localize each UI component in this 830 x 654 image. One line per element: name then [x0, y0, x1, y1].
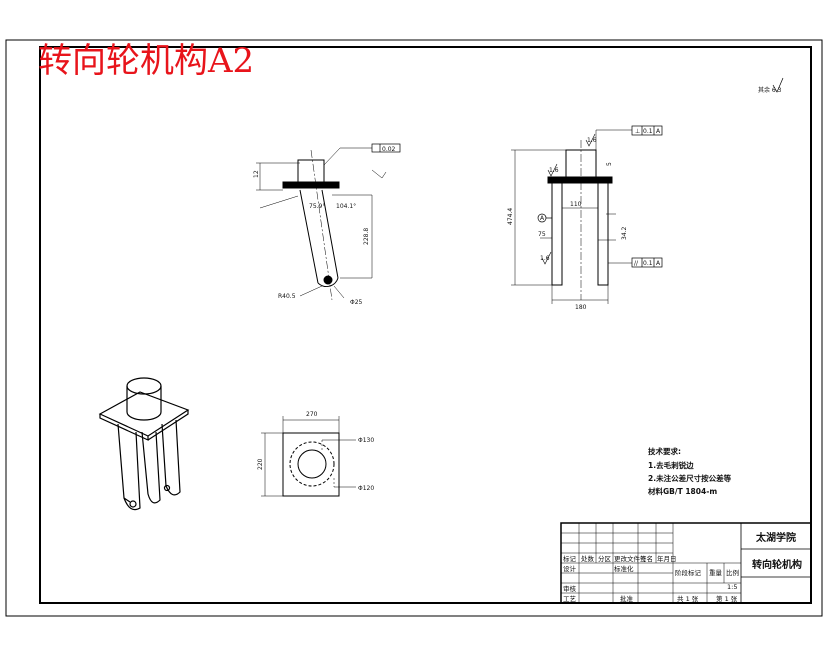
tb-header-file: 更改文件号 — [614, 554, 647, 563]
side-perp-3: A — [656, 128, 661, 135]
side-rough-left: 1.6 — [540, 255, 550, 262]
tb-process: 工艺 — [563, 595, 577, 603]
side-par-1: // — [634, 260, 639, 267]
tb-sheet-no: 第 1 张 — [716, 594, 738, 603]
side-dim-inner: 110 — [570, 201, 582, 208]
tb-review: 审核 — [563, 584, 577, 593]
tb-design: 设计 — [563, 564, 577, 573]
side-rough-top: 1.6 — [587, 137, 597, 144]
tb-header-mark: 标记 — [563, 554, 577, 563]
side-datum: A — [540, 215, 545, 222]
tb-weight: 重量 — [709, 569, 723, 577]
tb-ratio: 比例 — [726, 568, 739, 577]
top-dim-height: 220 — [257, 458, 264, 470]
side-par-2: 0.1 — [643, 260, 653, 267]
outer-frame — [5, 39, 823, 617]
tech-notes-title: 技术要求: — [648, 446, 681, 456]
tech-notes: 技术要求: 1.去毛刺锐边 2.未注公差尺寸按公差等 材料GB/T 1804-m — [648, 446, 732, 496]
front-dim-length: 228.8 — [363, 228, 370, 245]
tech-note-3: 材料GB/T 1804-m — [648, 486, 717, 496]
side-perp-2: 0.1 — [643, 128, 653, 135]
tb-scale: 1:5 — [727, 583, 737, 591]
title-block — [560, 522, 812, 604]
tb-stage: 阶段标记 — [675, 568, 702, 577]
tech-note-2: 2.未注公差尺寸按公差等 — [648, 473, 732, 483]
tb-header-sign: 签名 — [640, 554, 653, 563]
top-dim-hole-inner: Φ120 — [358, 485, 374, 492]
overlay-title: 转向轮机构A2 — [38, 41, 254, 81]
tb-standard: 标准化 — [614, 564, 634, 573]
tb-approve: 批准 — [620, 594, 634, 603]
title-school: 太湖学院 — [755, 531, 796, 544]
side-dim-bottom: 180 — [575, 304, 587, 311]
front-angle-left: 75.9° — [309, 203, 325, 210]
front-hole-label: Φ25 — [350, 299, 363, 306]
inner-frame — [39, 46, 812, 604]
side-view — [511, 125, 663, 304]
tech-note-1: 1.去毛刺锐边 — [648, 460, 694, 470]
front-flatness: 0.02 — [382, 146, 396, 153]
svg-text:其余 6.3: 其余 6.3 — [758, 86, 782, 94]
side-dim-left: 75 — [538, 231, 546, 238]
side-par-3: A — [656, 260, 661, 267]
side-dim-right: 5 — [606, 162, 613, 166]
isometric-view — [98, 377, 190, 511]
roughness-mark: 其余 6.3 — [758, 77, 784, 94]
side-dim-mid: 34.2 — [621, 226, 628, 240]
tb-header-zone: 分区 — [598, 554, 612, 563]
top-dim-hole-outer: Φ130 — [358, 437, 374, 444]
front-angle-right: 104.1° — [336, 203, 356, 210]
front-dim-flange: 12 — [253, 170, 260, 178]
title-drawing-name: 转向轮机构 — [752, 558, 802, 571]
front-radius-label: R40.5 — [278, 293, 296, 300]
tb-header-count: 处数 — [581, 554, 595, 563]
side-dim-height: 474.4 — [507, 208, 514, 225]
tb-header-date: 年月日 — [657, 554, 677, 563]
side-rough-side: 1.6 — [549, 167, 559, 174]
side-perp-1: ⊥ — [635, 128, 640, 135]
front-view — [256, 143, 401, 301]
top-view — [261, 416, 356, 497]
top-dim-width: 270 — [306, 411, 318, 418]
tb-sheets-total: 共 1 张 — [677, 594, 699, 603]
